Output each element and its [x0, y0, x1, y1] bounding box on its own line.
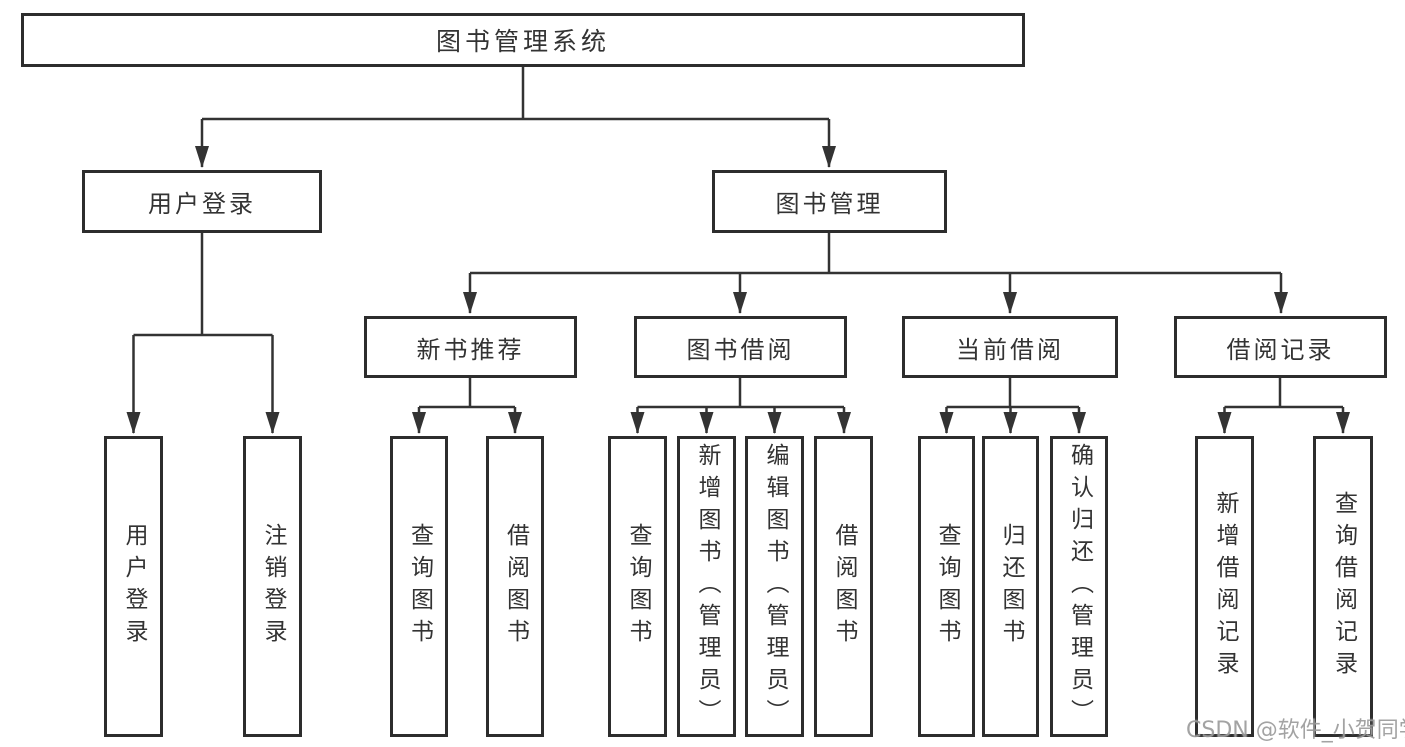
leaf-borrow-borrow: 借阅图书: [814, 436, 873, 737]
node-book-mgmt: 图书管理: [712, 170, 947, 233]
leaf-borrow-add: 新增图书（管理员）: [677, 436, 736, 737]
leaf-current-query: 查询图书: [918, 436, 975, 737]
node-label: 新增借阅记录: [1212, 490, 1238, 683]
leaf-newbook-query: 查询图书: [390, 436, 448, 737]
leaf-user-login: 用户登录: [104, 436, 163, 737]
node-label: 编辑图书（管理员）: [762, 442, 788, 731]
node-label: 借阅图书: [502, 522, 529, 651]
node-label: 当前借阅: [956, 335, 1064, 364]
node-label: 图书借阅: [686, 335, 795, 364]
node-label: 新增图书（管理员）: [694, 442, 720, 731]
leaf-borrow-edit: 编辑图书（管理员）: [745, 436, 804, 737]
leaf-current-return: 归还图书: [982, 436, 1039, 737]
leaf-logout: 注销登录: [243, 436, 302, 737]
node-label: 新书推荐: [416, 335, 525, 364]
node-current-borrow: 当前借阅: [902, 316, 1118, 378]
node-label: 注销登录: [260, 522, 286, 651]
node-new-book: 新书推荐: [364, 316, 577, 378]
node-label: 查询图书: [934, 522, 960, 651]
node-label: 查询图书: [406, 522, 433, 651]
node-label: 查询图书: [625, 522, 651, 651]
leaf-newbook-borrow: 借阅图书: [486, 436, 544, 737]
node-label: 用户登录: [121, 522, 147, 651]
node-borrow-records: 借阅记录: [1174, 316, 1387, 378]
node-label: 图书管理系统: [435, 27, 610, 56]
node-label: 确认归还（管理员）: [1066, 442, 1093, 731]
node-label: 查询借阅记录: [1330, 490, 1357, 683]
node-label: 借阅图书: [831, 522, 857, 651]
node-label: 用户登录: [148, 190, 256, 218]
leaf-borrow-query: 查询图书: [608, 436, 667, 737]
node-label: 借阅记录: [1226, 335, 1335, 364]
watermark-text: CSDN @软件_小贺同学: [1186, 718, 1405, 743]
node-label: 归还图书: [998, 522, 1024, 651]
leaf-records-query: 查询借阅记录: [1313, 436, 1373, 737]
node-root: 图书管理系统: [21, 13, 1025, 67]
node-user-login: 用户登录: [82, 170, 322, 233]
node-label: 图书管理: [775, 190, 884, 218]
leaf-records-add: 新增借阅记录: [1195, 436, 1254, 737]
node-book-borrow: 图书借阅: [634, 316, 847, 378]
leaf-current-confirm: 确认归还（管理员）: [1050, 436, 1108, 737]
